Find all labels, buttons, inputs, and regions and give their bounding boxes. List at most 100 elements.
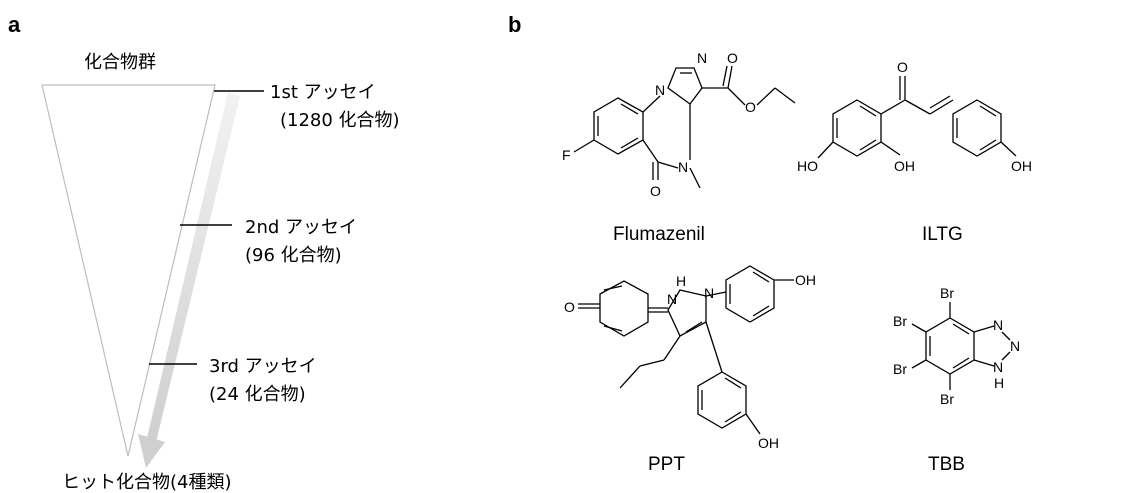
assay-2-count: (96 化合物) — [245, 245, 342, 266]
ppt-atom-o: O — [564, 299, 575, 315]
tbb-benzene-ring — [925, 317, 975, 375]
assay-1-count: (1280 化合物) — [280, 110, 400, 131]
tbb-structure — [911, 302, 1011, 390]
flumazenil-ethyl-1 — [756, 87, 776, 106]
ppt-ring-d-double-3 — [724, 411, 742, 423]
iltg-atom-o: O — [897, 59, 908, 75]
iltg-enone-2 — [929, 99, 954, 115]
tbb-atom-br2: Br — [893, 313, 907, 329]
flumazenil-ester-o — [727, 87, 746, 106]
ppt-atoms: O H N N OH OH — [564, 272, 816, 451]
tbb-atom-br1: Br — [940, 285, 954, 301]
iltg-ring-a-double-3 — [859, 139, 877, 151]
compound-name-flumazenil: Flumazenil — [613, 224, 705, 245]
flumazenil-atom-n2: N — [697, 50, 707, 66]
funnel-bottom-label: ヒット化合物(4種類) — [62, 472, 232, 493]
iltg-ring-a — [832, 99, 882, 157]
funnel-top-label: 化合物群 — [84, 52, 156, 73]
flumazenil-ester-co — [727, 65, 733, 89]
tbb-atoms: Br Br Br Br N N N H — [893, 285, 1020, 407]
tbb-atom-br4: Br — [940, 391, 954, 407]
ppt-atom-oh2: OH — [758, 435, 779, 451]
ppt-quinone-ring — [599, 280, 649, 337]
tbb-br-bond-3 — [911, 359, 927, 369]
ppt-structure — [578, 265, 794, 435]
flumazenil-double-bond-3 — [620, 137, 639, 149]
iltg-ho-bond — [817, 141, 834, 159]
tbb-triazole-3 — [1001, 331, 1011, 341]
screening-arrow-head — [138, 434, 165, 468]
iltg-ring-b — [952, 99, 1002, 157]
tbb-atom-n1: N — [993, 317, 1003, 333]
iltg-ring-b-double-1 — [979, 105, 997, 117]
flumazenil-bond-n5 — [657, 161, 679, 169]
flumazenil-atom-n3: N — [678, 159, 688, 175]
ppt-pyrazole-double — [685, 321, 703, 333]
flumazenil-n-methyl — [689, 167, 701, 189]
tbb-triazole-1 — [973, 325, 995, 333]
assay-3-label: 3rd アッセイ — [209, 356, 317, 377]
ppt-ring-d — [697, 371, 747, 429]
tbb-triazole-4 — [1001, 351, 1011, 361]
iltg-oh2-bond — [1000, 141, 1017, 157]
ppt-quinone-double-2 — [603, 325, 623, 332]
ppt-n-phenyl-bond — [705, 291, 727, 297]
screening-funnel — [41, 84, 216, 457]
iltg-ring-b-double-3 — [979, 139, 997, 151]
iltg-enone-1 — [904, 99, 931, 115]
compound-name-iltg: ILTG — [922, 224, 963, 245]
tbb-atom-h: H — [994, 375, 1004, 391]
iltg-structure — [817, 76, 1017, 159]
flumazenil-atoms: N N N F O O O — [562, 50, 756, 199]
ppt-atom-oh1: OH — [795, 272, 816, 288]
tbb-triazole-2 — [973, 359, 995, 367]
flumazenil-bond-n1 — [642, 95, 661, 113]
iltg-atom-oh2: OH — [1011, 158, 1032, 174]
ppt-propyl-3 — [619, 365, 641, 389]
ppt-ring-c-double-1 — [752, 271, 770, 283]
flumazenil-ethyl-2 — [774, 87, 796, 104]
compound-name-ppt: PPT — [648, 454, 685, 475]
ppt-c-phenyl-bond — [705, 321, 723, 373]
ppt-ring-d-oh-bond — [745, 413, 761, 435]
iltg-oh-bond — [880, 141, 901, 156]
flumazenil-bond-c7 — [642, 139, 659, 163]
assay-3-count: (24 化合物) — [209, 384, 306, 405]
screening-arrow-shaft — [147, 92, 240, 442]
panel-b: b — [508, 12, 1032, 475]
ppt-pyrazole-ring — [667, 289, 707, 337]
panel-a-letter: a — [8, 12, 21, 37]
ppt-atom-n2: N — [704, 285, 714, 301]
flumazenil-f-bond — [573, 139, 595, 153]
ppt-ring-d-double-1 — [724, 377, 742, 389]
iltg-atom-ho: HO — [797, 158, 818, 174]
iltg-enone-double — [929, 95, 951, 109]
tbb-atom-n2: N — [1010, 338, 1020, 354]
flumazenil-structure — [573, 65, 796, 189]
tbb-br-bond-2 — [911, 323, 927, 333]
iltg-atoms: HO OH O OH — [797, 59, 1032, 174]
assay-1-label: 1st アッセイ — [270, 82, 376, 103]
ppt-propyl-2 — [639, 359, 665, 367]
tbb-ring-double-1 — [952, 323, 970, 335]
panel-a: a 化合物群 1st アッセイ (1280 化合物) 2nd アッセイ (96 … — [8, 12, 400, 493]
flumazenil-atom-o3: O — [745, 99, 756, 115]
flumazenil-atom-o1: O — [650, 183, 661, 199]
flumazenil-ester-co-2 — [722, 65, 728, 87]
flumazenil-atom-n1: N — [655, 82, 665, 98]
assay-2-label: 2nd アッセイ — [245, 217, 357, 238]
compound-name-tbb: TBB — [928, 454, 965, 475]
tbb-ring-double-3 — [952, 357, 970, 369]
tbb-atom-br3: Br — [893, 361, 907, 377]
flumazenil-imidazole-ring — [667, 67, 703, 105]
iltg-atom-oh1: OH — [894, 158, 915, 174]
panel-b-letter: b — [508, 12, 521, 37]
ppt-atom-h: H — [676, 273, 686, 289]
iltg-ring-a-double-1 — [859, 105, 877, 117]
flumazenil-benzene-ring — [593, 97, 644, 155]
ppt-atom-n1: N — [667, 291, 677, 307]
ppt-propyl-1 — [663, 335, 681, 361]
flumazenil-double-bond-1 — [620, 103, 639, 115]
flumazenil-atom-f: F — [562, 147, 571, 163]
